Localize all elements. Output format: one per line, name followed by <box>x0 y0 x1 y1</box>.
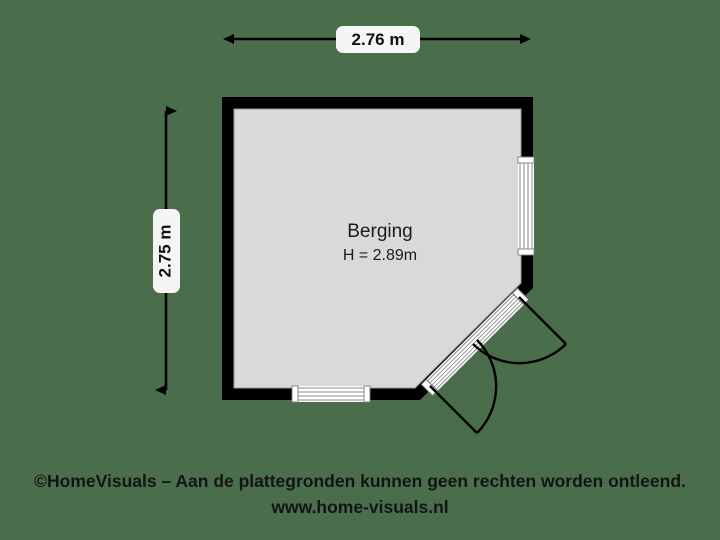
dimension-width-label: 2.76 m <box>352 30 405 49</box>
window-bottom-glass <box>295 387 367 401</box>
footer-copyright: ©HomeVisuals – Aan de plattegronden kunn… <box>34 471 686 491</box>
room-height-label: H = 2.89m <box>343 247 417 264</box>
door-band-line-2 <box>430 297 520 387</box>
double-door-diagonal <box>420 287 567 434</box>
door-leaf-band <box>420 287 530 397</box>
window-right-jamb-bottom <box>517 248 535 256</box>
room-floor <box>234 109 521 388</box>
dimension-width-label-bg <box>336 26 420 53</box>
dimension-height-label: 2.75 m <box>155 225 174 278</box>
door-band-line-1 <box>427 294 518 385</box>
door-swing-arc-lower <box>476 339 498 434</box>
door-jamb-upper <box>511 287 530 306</box>
room-name-label: Berging <box>347 221 413 242</box>
dimension-height: 2.75 m <box>153 106 180 395</box>
door-jamb-lower <box>420 378 439 397</box>
window-bottom-wall <box>291 385 371 403</box>
dimension-width: 2.76 m <box>223 26 531 53</box>
door-swing-arc-upper <box>472 343 567 365</box>
footer-website: www.home-visuals.nl <box>270 497 448 517</box>
window-bottom-jamb-left <box>291 385 299 403</box>
door-band-line-3 <box>432 299 523 390</box>
window-right-wall <box>517 156 535 256</box>
dimension-height-label-bg <box>153 209 180 293</box>
window-right-jamb-top <box>517 156 535 164</box>
door-leaf-upper <box>518 296 567 345</box>
room-floor-outline <box>233 108 522 389</box>
window-bottom-jamb-right <box>363 385 371 403</box>
door-leaf-lower <box>429 385 478 434</box>
window-right-glass <box>519 161 533 251</box>
